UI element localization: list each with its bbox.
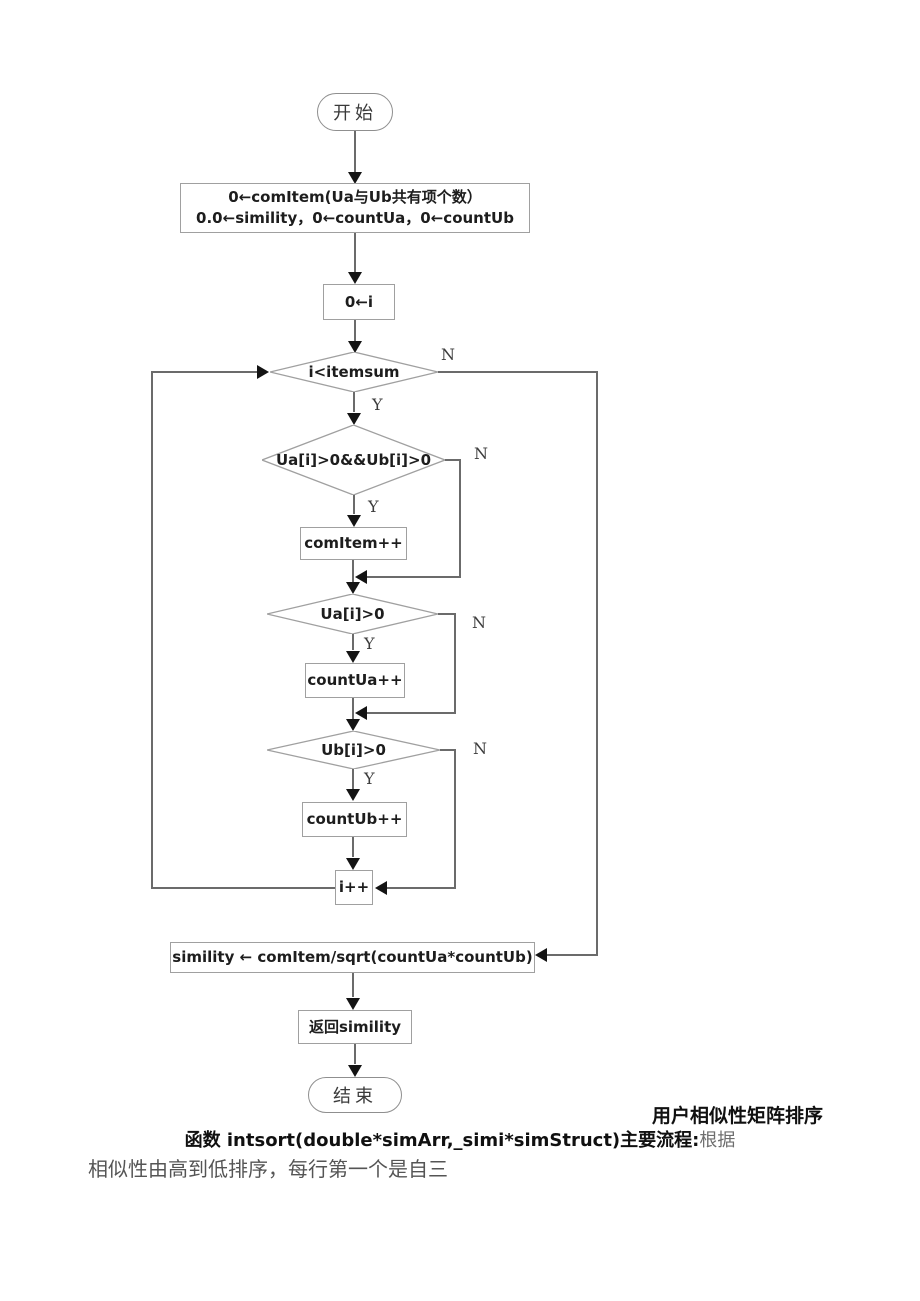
connector-condua-no-top: [438, 613, 456, 615]
arrowhead-into-loop-left: [257, 365, 269, 379]
process-init: 0←comItem(Ua与Ub共有项个数） 0.0←simility，0←cou…: [180, 183, 530, 233]
return-label: 返回simility: [308, 1017, 402, 1036]
process-increment-i: i++: [335, 870, 373, 905]
connector-condua-no-right: [454, 613, 456, 714]
arrowhead-into-inci-right: [375, 881, 387, 895]
yes-label-ua: Y: [364, 634, 375, 653]
caption-right-title: 用户相似性矩阵排序: [652, 1105, 824, 1127]
connector-loop-no-top: [438, 371, 598, 373]
comitem-label: comItem++: [304, 534, 403, 552]
arrowhead-condua-no-merge: [355, 706, 367, 720]
start-label: 开始: [333, 103, 377, 124]
caption-bottom-line: 相似性由高到低排序，每行第一个是自三: [88, 1157, 448, 1181]
caption-function-bold: 函数 intsort(double*simArr,_simi*simStruct…: [184, 1130, 700, 1151]
connector-start-init: [354, 131, 356, 172]
connector-condua-no-bottom: [367, 712, 456, 714]
arrowhead-into-condub: [346, 719, 360, 731]
init-line2: 0.0←simility，0←countUa，0←countUb: [196, 209, 514, 227]
init-line1: 0←comItem(Ua与Ub共有项个数）: [228, 188, 482, 206]
connector-condub-no-bottom: [387, 887, 456, 889]
end-label: 结束: [333, 1086, 377, 1107]
no-label-loop: N: [441, 345, 455, 364]
decision-loop: i<itemsum: [270, 352, 438, 392]
connector-condub-countub: [352, 769, 354, 789]
connector-loopback-bottom: [152, 887, 335, 889]
arrowhead-into-countua: [346, 651, 360, 663]
caption-function-tail: 根据: [699, 1130, 736, 1151]
arrowhead-into-return: [346, 998, 360, 1010]
connector-compute-return: [352, 973, 354, 997]
countub-label: countUb++: [306, 810, 403, 828]
connector-countua-condub: [352, 698, 354, 719]
process-compute-simility: simility ← comItem/sqrt(countUa*countUb): [170, 942, 535, 973]
arrowhead-into-init: [348, 172, 362, 184]
yes-label-both: Y: [368, 497, 379, 516]
connector-countub-inci: [352, 837, 354, 857]
arrowhead-into-seti: [348, 272, 362, 284]
connector-loop-both: [353, 392, 355, 412]
terminator-start: 开始: [317, 93, 393, 131]
arrowhead-into-comitem: [347, 515, 361, 527]
connector-both-no-bottom: [367, 576, 461, 578]
arrowhead-into-inci: [346, 858, 360, 870]
decision-both-label: Ua[i]>0&&Ub[i]>0: [275, 451, 432, 469]
decision-loop-label: i<itemsum: [308, 363, 400, 381]
diamond-shape: [262, 425, 445, 495]
arrowhead-into-countub: [346, 789, 360, 801]
compute-label: simility ← comItem/sqrt(countUa*countUb): [172, 948, 533, 966]
connector-init-seti: [354, 233, 356, 272]
set-i-label: 0←i: [344, 292, 374, 311]
arrowhead-into-compute: [535, 948, 547, 962]
connector-loopback-top: [152, 371, 258, 373]
connector-return-end: [354, 1044, 356, 1064]
increment-i-label: i++: [338, 878, 370, 896]
process-countub: countUb++: [302, 802, 407, 837]
caption-function-line: 函数 intsort(double*simArr,_simi*simStruct…: [0, 1126, 920, 1152]
decision-ub-positive: Ub[i]>0: [267, 731, 440, 769]
process-comitem: comItem++: [300, 527, 407, 560]
yes-label-loop: Y: [372, 395, 383, 414]
yes-label-ub: Y: [364, 769, 375, 788]
connector-both-no-top: [445, 459, 461, 461]
countua-label: countUa++: [307, 671, 403, 689]
decision-ua-label: Ua[i]>0: [320, 605, 385, 623]
connector-seti-loop: [354, 320, 356, 341]
arrowhead-into-condua: [346, 582, 360, 594]
connector-condub-no-top: [440, 749, 456, 751]
arrowhead-into-end: [348, 1065, 362, 1077]
connector-condua-countua: [352, 634, 354, 650]
diamond-shape: [267, 731, 440, 769]
diamond-shape: [267, 594, 438, 634]
process-countua: countUa++: [305, 663, 405, 698]
process-set-i: 0←i: [323, 284, 395, 320]
arrowhead-both-no-merge: [355, 570, 367, 584]
connector-condub-no-right: [454, 749, 456, 889]
terminator-end: 结束: [308, 1077, 402, 1113]
connector-loop-no-right: [596, 371, 598, 955]
process-return-simility: 返回simility: [298, 1010, 412, 1044]
connector-both-comitem: [353, 495, 355, 514]
no-label-both: N: [474, 444, 488, 463]
no-label-ua: N: [472, 613, 486, 632]
connector-both-no-right: [459, 459, 461, 578]
connector-loopback-left: [151, 371, 153, 889]
diamond-shape: [270, 352, 438, 392]
arrowhead-into-both: [347, 413, 361, 425]
connector-loop-no-bottom: [547, 954, 598, 956]
decision-both-positive: Ua[i]>0&&Ub[i]>0: [262, 425, 445, 495]
decision-ua-positive: Ua[i]>0: [267, 594, 438, 634]
arrowhead-into-loop: [348, 341, 362, 353]
connector-comitem-condua: [352, 560, 354, 582]
no-label-ub: N: [473, 739, 487, 758]
decision-ub-label: Ub[i]>0: [321, 741, 386, 759]
